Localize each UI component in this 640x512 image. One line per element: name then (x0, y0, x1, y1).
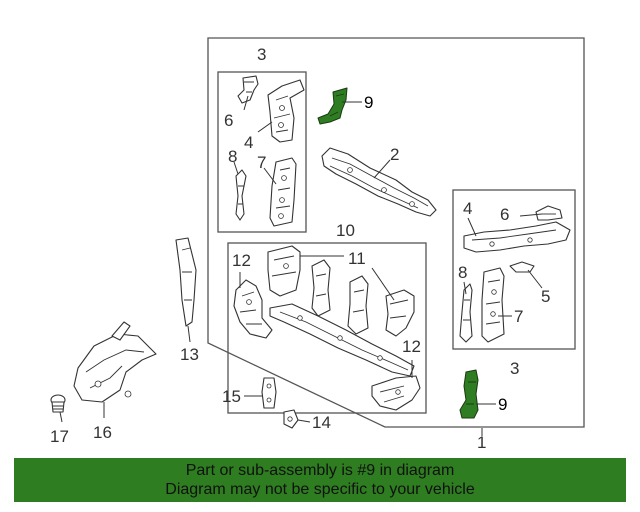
part-9-bracket-top[interactable] (317, 87, 348, 125)
info-banner: Part or sub-assembly is #9 in diagram Di… (14, 458, 626, 502)
callout-14: 14 (312, 413, 331, 432)
part-9-bracket-bottom[interactable] (459, 369, 479, 419)
sub-assembly-box-10 (227, 242, 427, 414)
part-4-bracket-right[interactable] (463, 221, 571, 253)
callout-8-left: 8 (228, 147, 237, 166)
part-13-brace[interactable] (175, 237, 197, 327)
part-8-bracket-right[interactable] (459, 283, 473, 343)
callout-8-right: 8 (458, 263, 467, 282)
callout-3-left: 3 (257, 45, 266, 64)
sub-assembly-box-3-right (452, 189, 576, 350)
callout-4-left: 4 (244, 133, 253, 152)
part-10-lower-support[interactable] (269, 303, 415, 377)
part-7-reinforcement-right[interactable] (481, 267, 505, 343)
callout-16: 16 (93, 423, 112, 442)
part-12-bracket-left[interactable] (233, 279, 273, 339)
leader-lines (59, 95, 543, 436)
assembly-outline-1 (207, 37, 585, 428)
callout-6-right: 6 (500, 205, 509, 224)
callout-7-left: 7 (257, 153, 266, 172)
info-banner-bg (14, 458, 626, 502)
callout-4-right: 4 (463, 199, 472, 218)
callout-5: 5 (541, 287, 550, 306)
callout-12-left: 12 (232, 251, 251, 270)
callout-1: 1 (477, 433, 486, 452)
part-5-tab[interactable] (509, 261, 535, 273)
part-6-clip-right[interactable] (535, 205, 563, 221)
callout-12-right: 12 (402, 337, 421, 356)
part-16-bracket-assembly[interactable] (73, 321, 157, 403)
part-17-bolt[interactable] (50, 394, 66, 413)
sub-assembly-box-3-left (217, 71, 307, 233)
callout-7-right: 7 (514, 307, 523, 326)
part-15-clip[interactable] (261, 377, 277, 409)
part-8-bracket-left[interactable] (235, 169, 247, 221)
callout-17: 17 (50, 427, 69, 446)
callout-9-bottom: 9 (498, 395, 507, 414)
part-11-brackets[interactable] (267, 245, 415, 337)
callout-13: 13 (180, 345, 199, 364)
banner-line-2: Diagram may not be specific to your vehi… (165, 481, 475, 498)
callout-10: 10 (336, 221, 355, 240)
callout-11: 11 (348, 249, 366, 268)
part-2-upper-support[interactable] (321, 147, 437, 217)
callout-9-top: 9 (364, 93, 373, 112)
part-6-clip-left[interactable] (237, 75, 259, 104)
callout-2: 2 (390, 145, 399, 164)
part-7-reinforcement-left[interactable] (269, 157, 297, 227)
banner-line-1: Part or sub-assembly is #9 in diagram (185, 462, 455, 479)
callout-6-left: 6 (224, 111, 233, 130)
part-12-bracket-right[interactable] (371, 375, 421, 411)
part-4-bracket-left[interactable] (267, 79, 305, 143)
part-14-nut[interactable] (283, 409, 299, 429)
callout-15: 15 (222, 387, 241, 406)
callout-3-right: 3 (510, 359, 519, 378)
